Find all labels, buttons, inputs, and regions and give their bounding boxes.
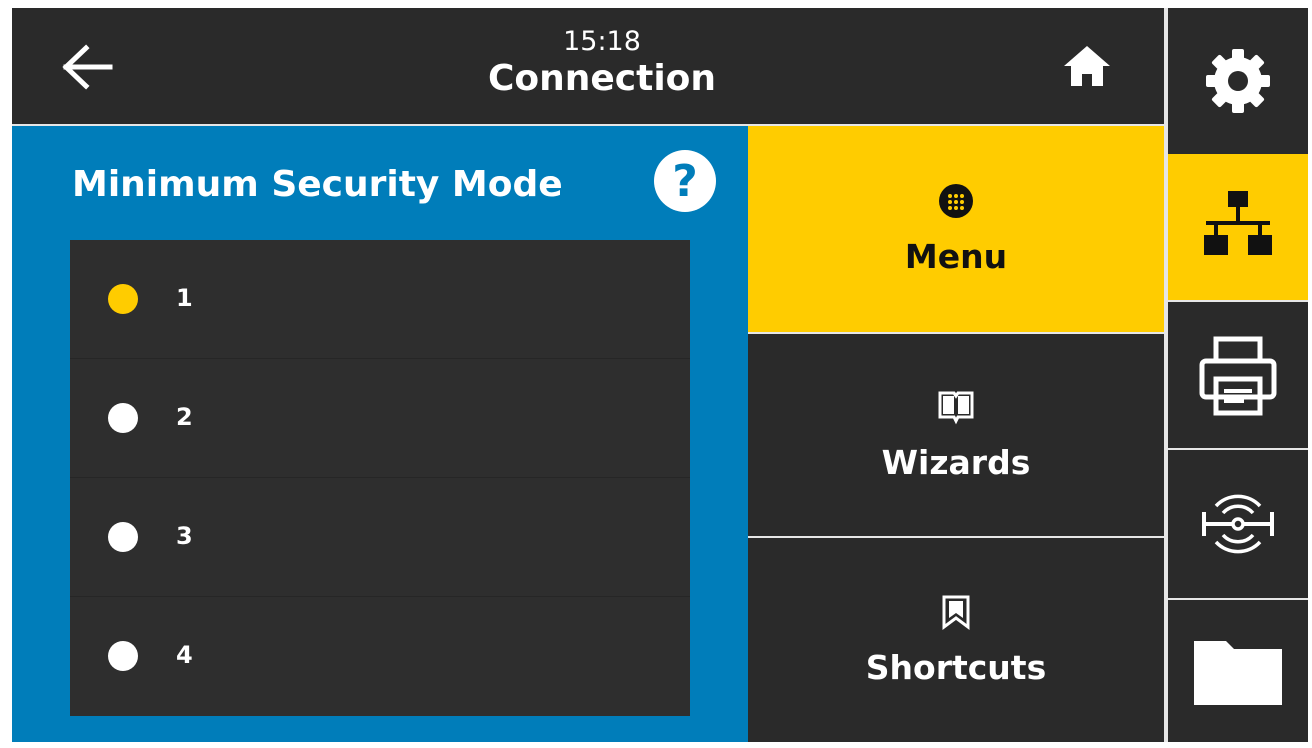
- gear-icon: [1206, 49, 1270, 113]
- rail-connection-button[interactable]: [1168, 154, 1308, 300]
- back-button[interactable]: [46, 32, 126, 102]
- option-1-row[interactable]: 1: [70, 240, 690, 359]
- option-3-row[interactable]: 3: [70, 478, 690, 597]
- option-2-row[interactable]: 2: [70, 359, 690, 478]
- nav-wizards-label: Wizards: [881, 442, 1031, 482]
- rfid-icon: [1202, 494, 1274, 554]
- clock-time: 15:18: [563, 26, 641, 57]
- home-icon: [1064, 46, 1110, 86]
- nav-menu-label: Menu: [904, 236, 1008, 276]
- security-mode-panel: Minimum Security Mode ? 1 2 3 4: [12, 126, 748, 742]
- nav-wizards-button[interactable]: Wizards: [748, 332, 1164, 536]
- radio-unselected-icon: [108, 641, 138, 671]
- arrow-left-icon: [62, 44, 113, 90]
- option-label: 2: [176, 403, 193, 431]
- home-button[interactable]: [1052, 38, 1122, 94]
- page-title: Connection: [487, 58, 717, 99]
- panel-title: Minimum Security Mode: [72, 164, 563, 205]
- grid-dots-icon: [939, 183, 973, 218]
- printer-icon: [1199, 336, 1277, 416]
- folder-icon: [1194, 641, 1282, 705]
- bookmark-icon: [942, 595, 970, 630]
- radio-unselected-icon: [108, 522, 138, 552]
- rail-print-button[interactable]: [1168, 300, 1308, 448]
- printer-touchscreen: 15:18 Connection Minimum Security Mode ?…: [12, 8, 1308, 742]
- header-divider: [12, 124, 1164, 126]
- rail-settings-button[interactable]: [1168, 8, 1308, 154]
- help-button[interactable]: ?: [654, 150, 716, 212]
- options-list: 1 2 3 4: [70, 240, 690, 716]
- radio-selected-icon: [108, 284, 138, 314]
- option-label: 3: [176, 522, 193, 550]
- nav-shortcuts-button[interactable]: Shortcuts: [748, 536, 1164, 742]
- option-label: 4: [176, 641, 193, 669]
- header-bar: 15:18 Connection: [12, 8, 1164, 124]
- rail-storage-button[interactable]: [1168, 598, 1308, 742]
- radio-unselected-icon: [108, 403, 138, 433]
- option-4-row[interactable]: 4: [70, 597, 690, 715]
- nav-shortcuts-label: Shortcuts: [865, 647, 1047, 687]
- nav-menu-button[interactable]: Menu: [748, 126, 1164, 332]
- rail-rfid-button[interactable]: [1168, 448, 1308, 598]
- option-label: 1: [176, 284, 193, 312]
- rail-divider: [1164, 8, 1168, 742]
- book-icon: [938, 391, 974, 424]
- network-icon: [1204, 191, 1272, 255]
